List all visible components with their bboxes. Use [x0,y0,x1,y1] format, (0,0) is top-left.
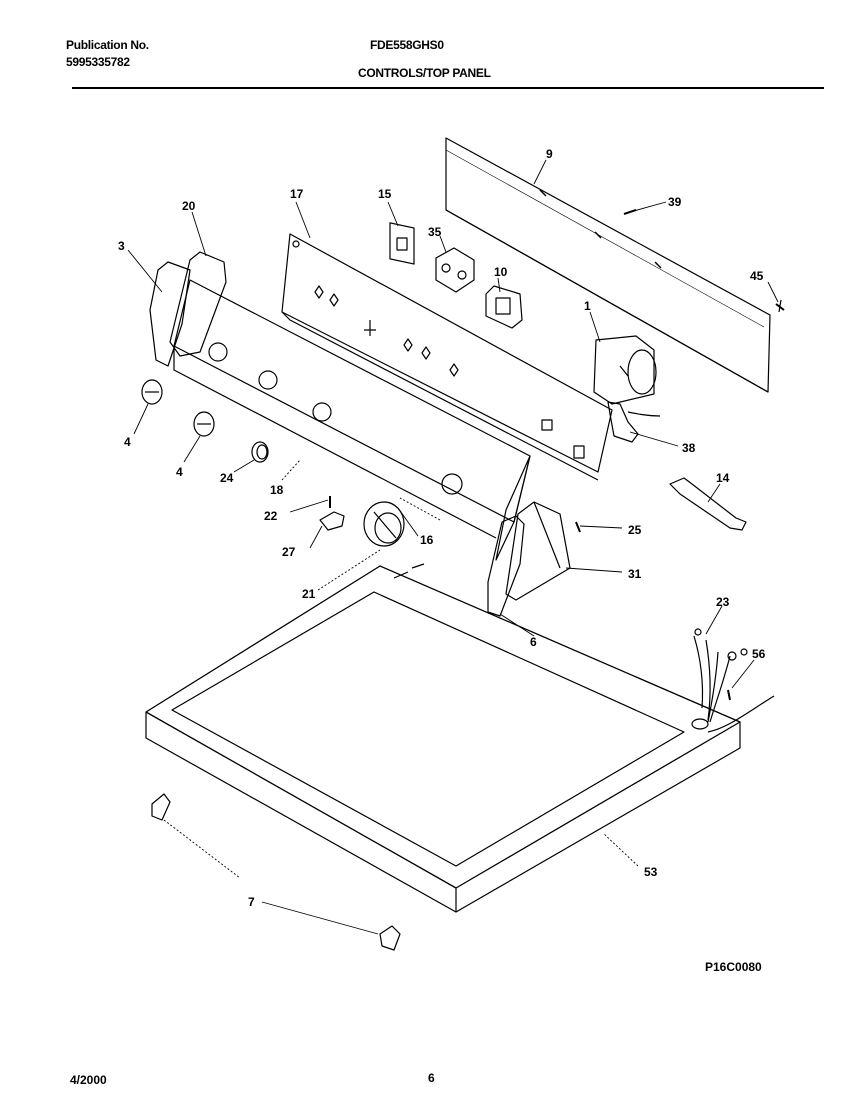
callout-17: 17 [290,187,304,201]
callout-56: 56 [752,647,766,661]
part-screw-25 [575,521,581,533]
section-title: CONTROLS/TOP PANEL [358,66,491,80]
part-top-panel [145,563,741,913]
part-console-panel [173,279,531,561]
part-strap-14 [669,477,747,531]
callout-24: 24 [220,471,234,485]
callout-1: 1 [584,299,591,313]
page-number: 6 [428,1071,435,1085]
callout-10: 10 [494,265,508,279]
callout-31: 31 [628,567,642,581]
part-rear-panel [445,137,771,393]
leader-lines [127,159,779,935]
callout-9: 9 [546,147,553,161]
callout-4b: 4 [176,465,183,479]
header-rule [72,87,824,89]
callout-45: 45 [750,269,764,283]
part-timer [593,335,657,405]
part-tab-27 [319,511,345,531]
callout-53: 53 [644,865,658,879]
part-knob-4b [193,411,215,437]
callout-27: 27 [282,545,296,559]
part-endtrim-6 [487,515,525,617]
callout-22: 22 [264,509,278,523]
part-switch-10 [485,285,523,329]
part-endcap-20 [169,251,227,357]
part-screw-45 [775,299,785,313]
callout-3: 3 [118,239,125,253]
part-wire-harness [691,628,775,733]
callout-6: 6 [530,635,537,649]
callout-18: 18 [270,483,284,497]
callout-20: 20 [182,199,196,213]
callout-16: 16 [420,533,434,547]
footer-date: 4/2000 [70,1073,107,1087]
callout-39: 39 [668,195,682,209]
callout-21: 21 [302,587,316,601]
model-number: FDE558GHS0 [370,38,444,52]
part-button-24 [251,441,269,463]
callout-35: 35 [428,225,442,239]
part-knob-21 [363,501,405,547]
callout-4a: 4 [124,435,131,449]
part-relay-35 [435,247,475,293]
part-knob-4a [141,379,163,405]
callout-14: 14 [716,471,730,485]
part-console-frame [281,233,613,481]
part-endtrim-3 [149,261,191,367]
callout-15: 15 [378,187,392,201]
publication-number: 5995335782 [66,55,130,69]
callout-38: 38 [682,441,696,455]
callout-25: 25 [628,523,642,537]
publication-label: Publication No. [66,38,149,52]
part-clip-38 [607,401,661,443]
part-clip-7a [151,793,171,821]
callout-23: 23 [716,595,730,609]
figure-code: P16C0080 [705,960,762,974]
part-screw-56 [727,689,731,701]
part-switch-15 [389,222,415,265]
callout-7: 7 [248,895,255,909]
part-clip-7b [379,925,401,951]
